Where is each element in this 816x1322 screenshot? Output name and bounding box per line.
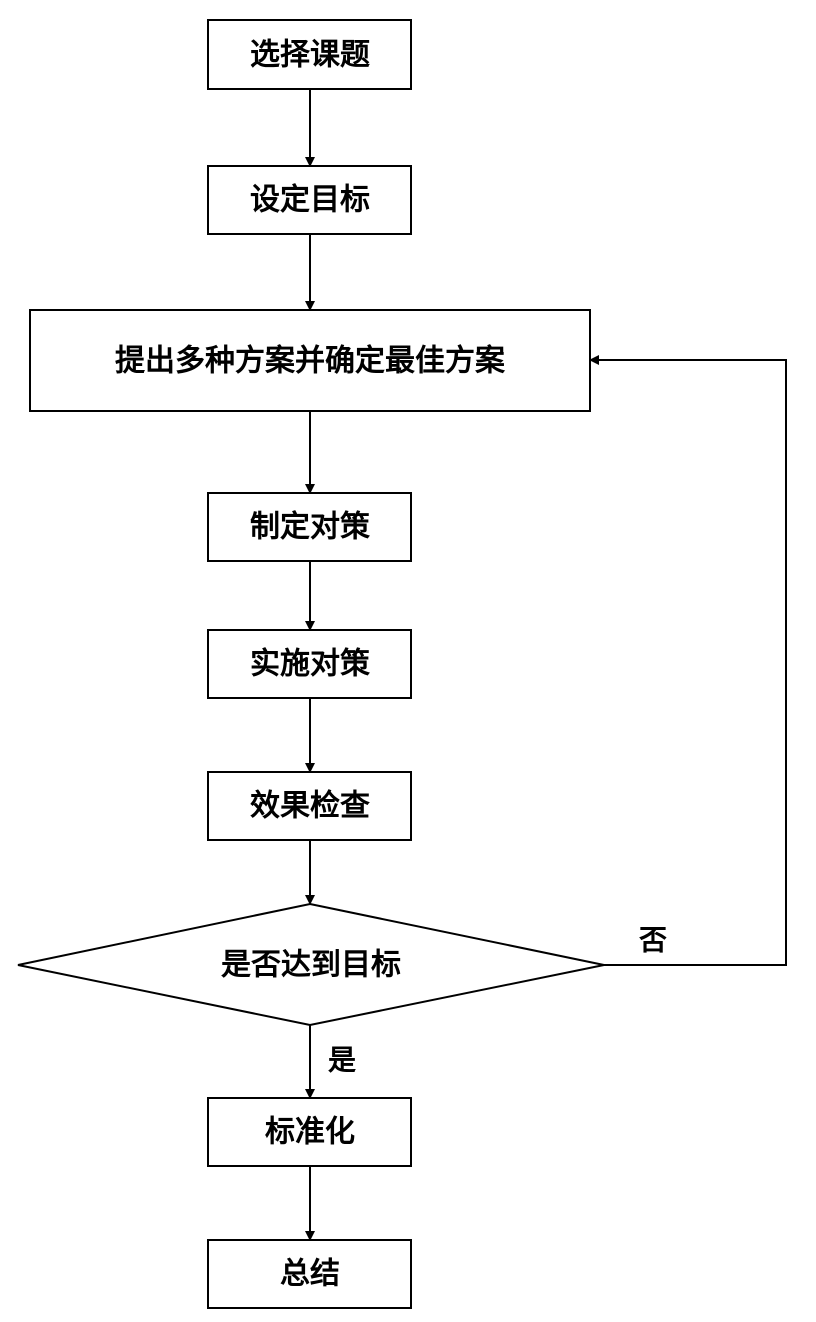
node-implement-measures-label: 实施对策 (250, 647, 370, 682)
node-standardize-box (207, 1097, 412, 1167)
node-make-measures-label: 制定对策 (250, 510, 370, 545)
edge-label-no: 否 (639, 924, 667, 957)
decision-goal-reached: 是否达到目标 (17, 902, 605, 1027)
node-propose-plans: 提出多种方案并确定最佳方案 (29, 309, 591, 412)
node-select-topic: 选择课题 (207, 19, 412, 90)
node-make-measures-box (207, 492, 412, 562)
node-summarize-label: 总结 (280, 1257, 340, 1292)
decision-goal-reached-label: 是否达到目标 (221, 948, 401, 983)
node-set-goal-box (207, 165, 412, 235)
arrow-decision-no-loop-back (589, 355, 787, 966)
node-standardize: 标准化 (207, 1097, 412, 1167)
node-select-topic-box (207, 19, 412, 90)
node-standardize-label: 标准化 (265, 1115, 355, 1150)
node-set-goal-label: 设定目标 (250, 183, 370, 218)
node-summarize: 总结 (207, 1239, 412, 1309)
node-summarize-box (207, 1239, 412, 1309)
node-check-effect-label: 效果检查 (250, 789, 370, 824)
node-implement-measures: 实施对策 (207, 629, 412, 699)
node-make-measures: 制定对策 (207, 492, 412, 562)
node-check-effect: 效果检查 (207, 771, 412, 841)
node-select-topic-label: 选择课题 (250, 38, 370, 73)
node-propose-plans-label: 提出多种方案并确定最佳方案 (115, 344, 506, 379)
edge-label-yes: 是 (328, 1044, 356, 1077)
node-set-goal: 设定目标 (207, 165, 412, 235)
node-check-effect-box (207, 771, 412, 841)
